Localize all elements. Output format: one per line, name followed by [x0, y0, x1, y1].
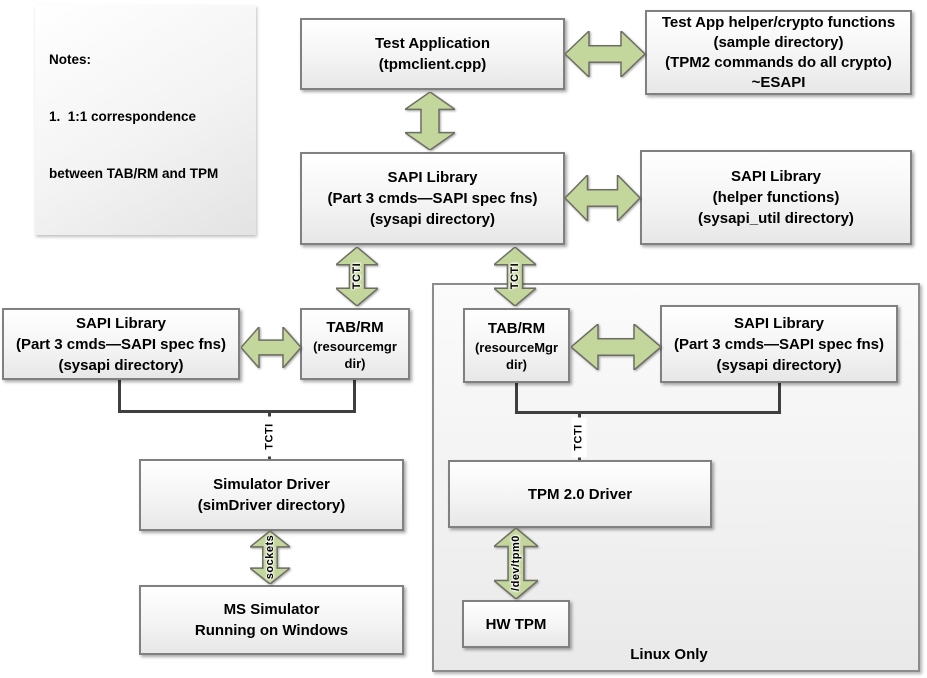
- arrow-shape: [241, 327, 301, 368]
- node-line: Running on Windows: [194, 622, 349, 639]
- arrow-sapileft-tabrmleft: [241, 327, 301, 368]
- node-line: ~ESAPI: [751, 73, 806, 91]
- sockets-label: sockets: [264, 534, 276, 580]
- arrow-sapimain-sapihelper: [565, 175, 640, 221]
- node-tabrm-left: TAB/RM (resourcemgr dir): [300, 308, 410, 380]
- arrow-shape: [494, 528, 538, 599]
- node-line: SAPI Library: [733, 314, 825, 332]
- node-line: (sysapi_util directory): [698, 210, 854, 227]
- node-line: Simulator Driver: [213, 476, 330, 493]
- node-line: TAB/RM: [487, 320, 546, 337]
- node-test-app-helper-crypto: Test App helper/crypto functions (sample…: [645, 10, 912, 95]
- node-line: (helper functions): [712, 189, 840, 206]
- node-line: SAPI Library: [387, 169, 478, 186]
- node-line: Test Application: [374, 35, 490, 52]
- arrow-shape: [250, 531, 290, 584]
- arrow-shape: [405, 92, 455, 150]
- notes-title: Notes:: [49, 52, 92, 67]
- dev-tpm0-label: /dev/tpm0: [510, 535, 522, 591]
- node-sapi-library-helper: SAPI Library (helper functions) (sysapi_…: [640, 150, 912, 245]
- node-line: dir): [344, 355, 366, 371]
- node-line: (sysapi directory): [58, 356, 184, 374]
- node-ms-simulator: MS Simulator Running on Windows: [139, 585, 404, 655]
- tcti-label-right-arrow: TCTI: [509, 262, 521, 290]
- node-line: HW TPM: [485, 615, 547, 633]
- node-line: TPM 2.0 Driver: [527, 485, 633, 503]
- notes-box: Notes: 1. 1:1 correspondence between TAB…: [35, 5, 256, 235]
- node-line: (sysapi directory): [716, 356, 842, 374]
- arrow-tcti-left: [336, 247, 378, 306]
- node-line: dir): [506, 357, 527, 372]
- node-sapi-library-left: SAPI Library (Part 3 cmds—SAPI spec fns)…: [2, 308, 240, 380]
- node-line: Test App helper/crypto functions: [661, 13, 896, 31]
- tcti-label-left-connector: TCTI: [262, 416, 278, 457]
- node-line: (resourceMgr: [474, 340, 559, 355]
- node-sapi-library-right: SAPI Library (Part 3 cmds—SAPI spec fns)…: [660, 305, 898, 383]
- node-line: (sample directory): [713, 33, 844, 51]
- arrow-sockets: [250, 531, 290, 584]
- notes-line: 1. 1:1 correspondence: [49, 109, 197, 124]
- node-test-application: Test Application (tpmclient.cpp): [300, 18, 565, 90]
- node-line: (TPM2 commands do all crypto): [665, 53, 892, 71]
- node-line: (Part 3 cmds—SAPI spec fns): [15, 335, 227, 353]
- node-line: SAPI Library: [75, 314, 167, 332]
- node-tabrm-right: TAB/RM (resourceMgr dir): [463, 308, 570, 383]
- node-sapi-library-main: SAPI Library (Part 3 cmds—SAPI spec fns)…: [300, 152, 565, 245]
- arrow-dev-tpm0: [494, 528, 538, 599]
- node-line: (resourcemgr: [313, 338, 397, 354]
- arrow-shape: [571, 324, 661, 370]
- linux-only-label: Linux Only: [630, 646, 708, 663]
- tcti-label-left-arrow: TCTI: [351, 262, 363, 290]
- arrow-tabrmright-sapiright: [571, 324, 661, 370]
- arrow-tcti-right: [494, 247, 536, 306]
- node-line: (tpmclient.cpp): [378, 56, 487, 73]
- node-line: (simDriver directory): [197, 497, 346, 514]
- arrow-shape: [336, 247, 378, 306]
- connector-bracket-right: [515, 383, 781, 414]
- arrow-shape: [565, 175, 640, 221]
- node-tpm20-driver: TPM 2.0 Driver: [448, 460, 712, 528]
- notes-line: between TAB/RM and TPM: [49, 166, 219, 181]
- connector-bracket-left: [118, 380, 356, 413]
- node-simulator-driver: Simulator Driver (simDriver directory): [139, 459, 404, 531]
- node-line: (sysapi directory): [369, 211, 496, 228]
- arrow-testapp-sapimain: [405, 92, 455, 150]
- node-line: (Part 3 cmds—SAPI spec fns): [327, 190, 538, 207]
- arrow-shape: [494, 247, 536, 306]
- tcti-label-right-connector: TCTI: [571, 417, 587, 458]
- node-line: SAPI Library: [730, 168, 822, 185]
- node-line: (Part 3 cmds—SAPI spec fns): [673, 335, 885, 353]
- arrow-shape: [565, 31, 645, 77]
- arrow-testapp-helpercrypto: [565, 31, 645, 77]
- node-hw-tpm: HW TPM: [462, 600, 570, 648]
- node-line: TAB/RM: [326, 318, 384, 336]
- node-line: MS Simulator: [223, 601, 320, 618]
